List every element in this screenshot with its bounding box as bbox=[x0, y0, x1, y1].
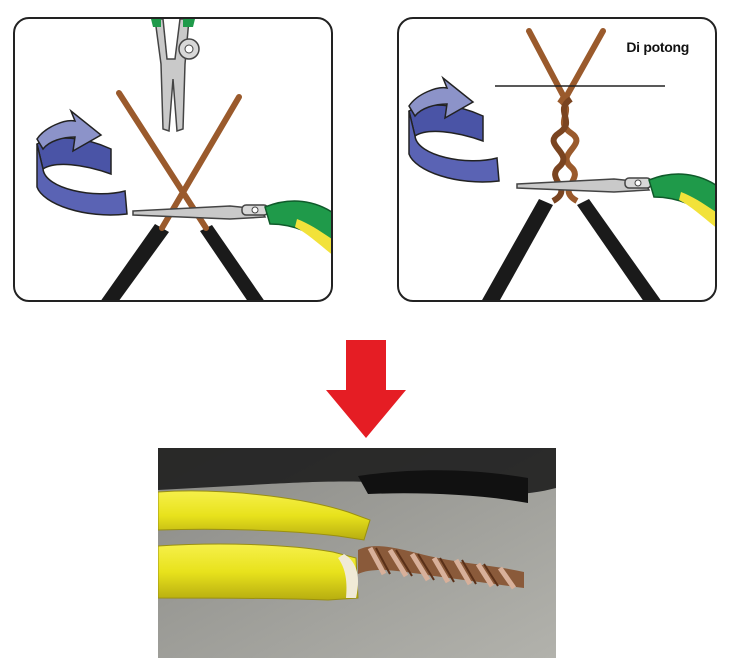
black-insulation-right bbox=[200, 225, 264, 300]
black-insulation-left bbox=[101, 224, 169, 300]
rotation-arrow-icon bbox=[36, 108, 128, 216]
plier-icon bbox=[151, 19, 200, 133]
cut-label: Di potong bbox=[626, 39, 689, 55]
plier-icon bbox=[516, 173, 715, 227]
black-insulation-left bbox=[482, 199, 553, 300]
plier-icon bbox=[132, 200, 331, 254]
right-illustration bbox=[408, 28, 715, 300]
copper-wire-end-a bbox=[526, 28, 568, 102]
rotation-arrow-icon bbox=[408, 75, 500, 183]
copper-wire-end-b bbox=[562, 28, 606, 102]
left-illustration bbox=[36, 19, 331, 300]
step-panel-left bbox=[13, 17, 333, 302]
twisted-wire-photo bbox=[158, 448, 556, 658]
black-insulation-right bbox=[577, 199, 661, 300]
step-panel-right: Di potong bbox=[397, 17, 717, 302]
copper-wire-a bbox=[159, 94, 242, 231]
copper-wire-b bbox=[116, 90, 209, 231]
down-arrow-icon bbox=[326, 340, 406, 438]
